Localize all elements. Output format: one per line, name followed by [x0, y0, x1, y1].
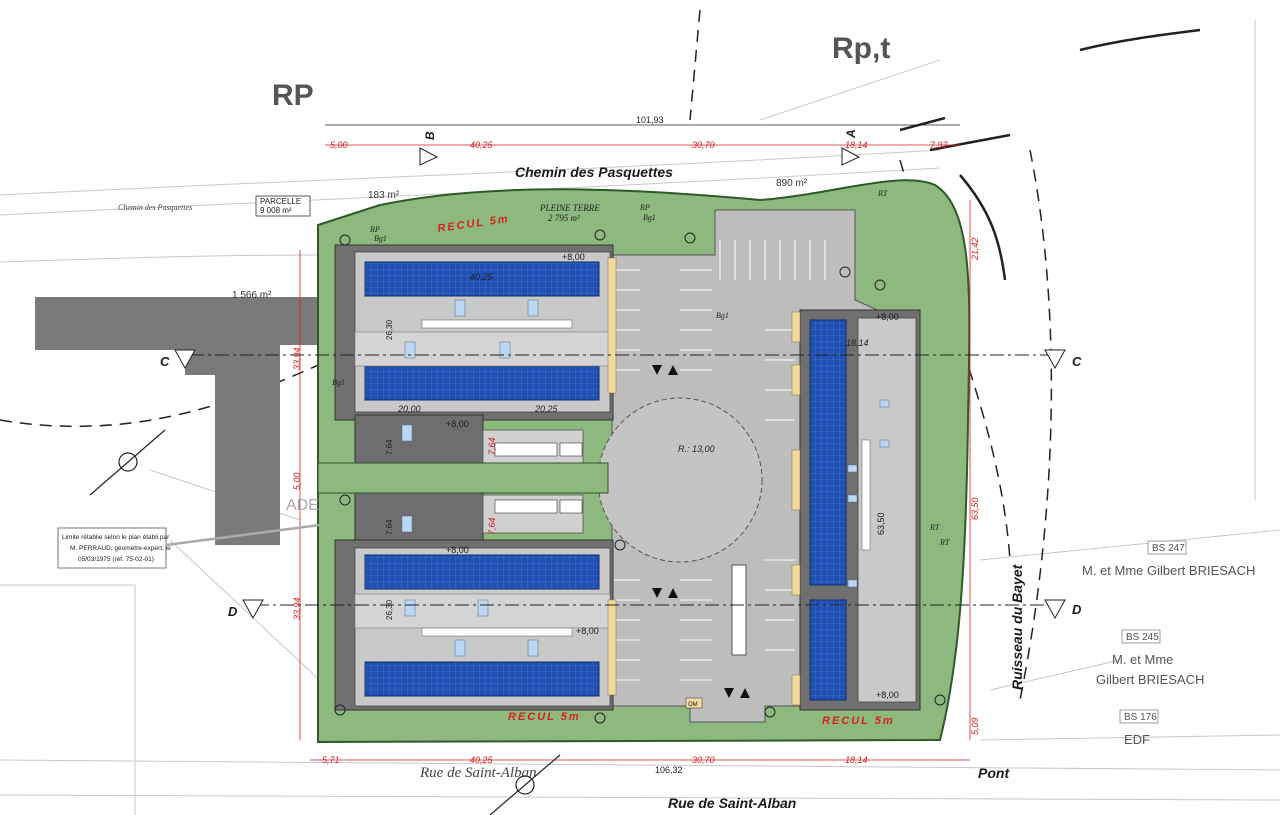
dim-3394: 33,94 [292, 347, 302, 370]
dim-797: 7,97 [930, 140, 949, 150]
height-5: +8,00 [876, 312, 899, 322]
area-890: 890 m² [776, 178, 808, 189]
height-2: +8,00 [446, 419, 469, 429]
rue-label: Rue de Saint-Alban [668, 795, 796, 811]
section-markers [174, 147, 1066, 620]
zone-rp-label: RP [272, 79, 314, 112]
cadastral-background [0, 20, 1280, 815]
dim-3070-top: 30,70 [692, 140, 715, 150]
height-6: +8,00 [876, 690, 899, 700]
dim-1814-bot: 18,14 [845, 755, 868, 765]
bs245-owner-2: Gilbert BRIESACH [1096, 672, 1204, 687]
section-d-left: D [228, 604, 238, 619]
bs176-owner: EDF [1124, 732, 1150, 747]
pont-label: Pont [978, 765, 1010, 781]
section-c-left: C [160, 354, 170, 369]
parcel-area: 9 008 m² [260, 206, 292, 215]
dim-2142: 21,42 [970, 237, 980, 261]
pleine-terre-area: 2 795 m² [548, 213, 580, 223]
code-bg-4: Bg1 [716, 311, 729, 320]
dim-764-c: 7,64 [487, 437, 497, 455]
dim-1814-top: 18,14 [845, 140, 868, 150]
om-label: OM [688, 702, 698, 708]
dim-2000: 20,00 [397, 404, 421, 414]
tree-markers [334, 229, 946, 724]
dimension-lines [299, 124, 971, 761]
dim-total-bot: 106,32 [655, 765, 683, 775]
north-arrow-icon [89, 429, 561, 815]
dim-2630-b: 26,30 [385, 599, 394, 620]
dim-764-d: 7,64 [487, 517, 497, 535]
dim-3394-b: 33,94 [292, 597, 302, 620]
height-3: +8,00 [446, 545, 469, 555]
dim-500-left: 5,00 [292, 472, 302, 490]
pleine-terre-label: PLEINE TERRE [539, 203, 600, 213]
building-north [334, 244, 617, 421]
section-a: A [844, 129, 858, 139]
chemin-label: Chemin des Pasquettes [515, 164, 673, 180]
dim-500-top: 5,00 [330, 140, 348, 150]
bs247-label: BS 247 [1152, 543, 1185, 554]
bs245-owner-1: M. et Mme [1112, 652, 1173, 667]
section-d-right: D [1072, 602, 1082, 617]
area-183: 183 m² [368, 190, 400, 201]
limit-note-line-1: Limite rétablie selon le plan établi par [62, 534, 170, 541]
chemin-label-small: Chemin des Pasquettes [118, 203, 192, 212]
parking-stalls [612, 240, 826, 681]
dim-4025-bot: 40,25 [470, 755, 494, 765]
dim-radius: R.: 13,00 [678, 444, 715, 454]
dim-2630: 26,30 [385, 319, 394, 340]
dim-6350: 63,50 [876, 512, 886, 535]
code-rt-3: RT [939, 538, 950, 547]
dim-764-b: 7,64 [385, 519, 394, 535]
recul-bottom-left: RECUL 5m [508, 711, 581, 723]
ruisseau-label: Ruisseau du Bayet [1009, 563, 1025, 690]
zone-rpt-label: Rp,t [832, 32, 890, 65]
neighbor-building [35, 297, 330, 545]
code-bg-3: Bg1 [332, 378, 345, 387]
code-rt-1: RT [877, 189, 888, 198]
dim-764: 7,64 [385, 439, 394, 455]
code-bg-2: Bg1 [643, 213, 656, 222]
dim-571: 5,71 [322, 755, 340, 765]
area-1566: 1 566 m² [232, 290, 272, 301]
building-south [334, 539, 617, 711]
bs245-label: BS 245 [1126, 632, 1159, 643]
dim-509: 5,09 [970, 717, 980, 735]
traffic-arrows [652, 365, 750, 698]
section-lines [190, 354, 1050, 606]
code-rp-1: RP [369, 225, 380, 234]
bs176-label: BS 176 [1124, 712, 1157, 723]
building-east [791, 309, 921, 711]
turning-circle [597, 397, 763, 563]
dim-4025-top: 40,25 [470, 140, 494, 150]
dim-6350-b: 63,50 [970, 497, 980, 520]
stream-lines [899, 28, 1201, 281]
dim-total-top: 101,93 [636, 115, 664, 125]
limit-note-line-3: 05/03/1975 (réf. 75-02-01) [78, 556, 154, 563]
dim-2025: 20,25 [534, 404, 559, 414]
bs247-owner: M. et Mme Gilbert BRIESACH [1082, 563, 1255, 578]
rue-label-italic: Rue de Saint-Alban [419, 765, 537, 781]
parcel-label: PARCELLE [260, 197, 301, 206]
dim-3070-bot: 30,70 [692, 755, 715, 765]
limit-note-line-2: M. PERRAUD, géomètre-expert, le [70, 545, 171, 552]
recul-bottom-right: RECUL 5m [822, 715, 895, 727]
code-bg-1: Bg1 [374, 234, 387, 243]
dim-1814-roof: 18,14 [846, 338, 869, 348]
truck [731, 564, 747, 656]
section-b: B [423, 131, 437, 140]
height-1: +8,00 [562, 252, 585, 262]
code-rt-2: RT [929, 523, 940, 532]
code-rp-2: RP [639, 203, 650, 212]
ade-label: ADE [286, 497, 319, 514]
dim-4025-roof: 40,25 [470, 272, 494, 282]
height-4: +8,00 [576, 626, 599, 636]
section-c-right: C [1072, 354, 1082, 369]
